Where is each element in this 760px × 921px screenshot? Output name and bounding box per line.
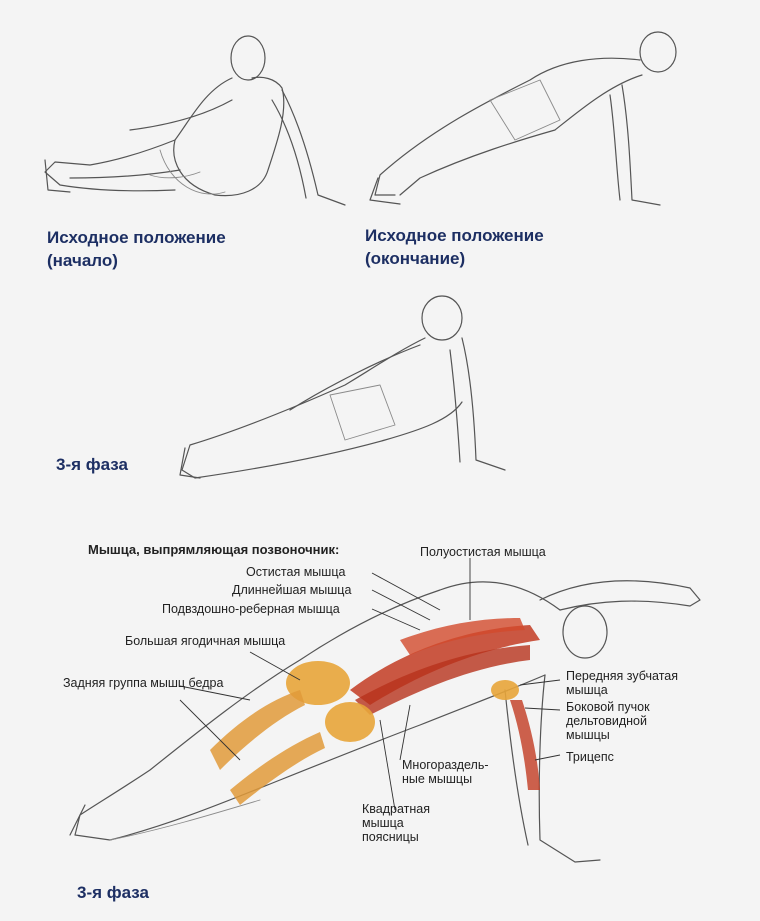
label-serratus: Передняя зубчатая мышца	[566, 669, 678, 697]
label-iliocostalis: Подвздошно-реберная мышца	[162, 602, 340, 616]
end-caption-line1: Исходное положение	[365, 226, 544, 245]
label-spinalis: Остистая мышца	[246, 565, 346, 579]
label-deltoid-line2: дельтовидной	[566, 714, 647, 728]
label-deltoid: Боковой пучок дельтовидной мышцы	[566, 700, 650, 742]
muscle-group	[210, 618, 540, 805]
label-multifidus-line2: ные мышцы	[402, 772, 473, 786]
erector-spinae-title: Мышца, выпрямляющая позвоночник:	[88, 542, 340, 557]
label-semispinalis: Полуостистая мышца	[420, 545, 546, 559]
label-multifidus-line1: Многораздель-	[402, 758, 489, 772]
end-caption: Исходное положение (окончание)	[365, 224, 544, 270]
label-quadratus-line1: Квадратная	[362, 802, 431, 816]
start-caption-line1: Исходное положение	[47, 228, 226, 247]
label-quadratus-line3: поясницы	[362, 830, 419, 844]
label-triceps: Трицепс	[566, 750, 614, 764]
label-quadratus-line2: мышца	[362, 816, 404, 830]
label-multifidus: Многораздель- ные мышцы	[402, 758, 489, 786]
label-deltoid-line1: Боковой пучок	[566, 700, 650, 714]
label-deltoid-line3: мышцы	[566, 728, 610, 742]
start-caption-line2: (начало)	[47, 251, 118, 270]
start-caption: Исходное положение (начало)	[47, 226, 226, 272]
label-gluteus-maximus: Большая ягодичная мышца	[125, 634, 286, 648]
label-serratus-line1: Передняя зубчатая	[566, 669, 678, 683]
label-longissimus: Длиннейшая мышца	[232, 583, 352, 597]
phase3-caption-bottom: 3-я фаза	[77, 883, 149, 902]
label-serratus-line2: мышца	[566, 683, 608, 697]
end-caption-line2: (окончание)	[365, 249, 466, 268]
label-hamstrings: Задняя группа мышц бедра	[63, 676, 224, 690]
label-quadratus: Квадратная мышца поясницы	[362, 802, 430, 844]
phase3-caption-top: 3-я фаза	[56, 455, 128, 474]
